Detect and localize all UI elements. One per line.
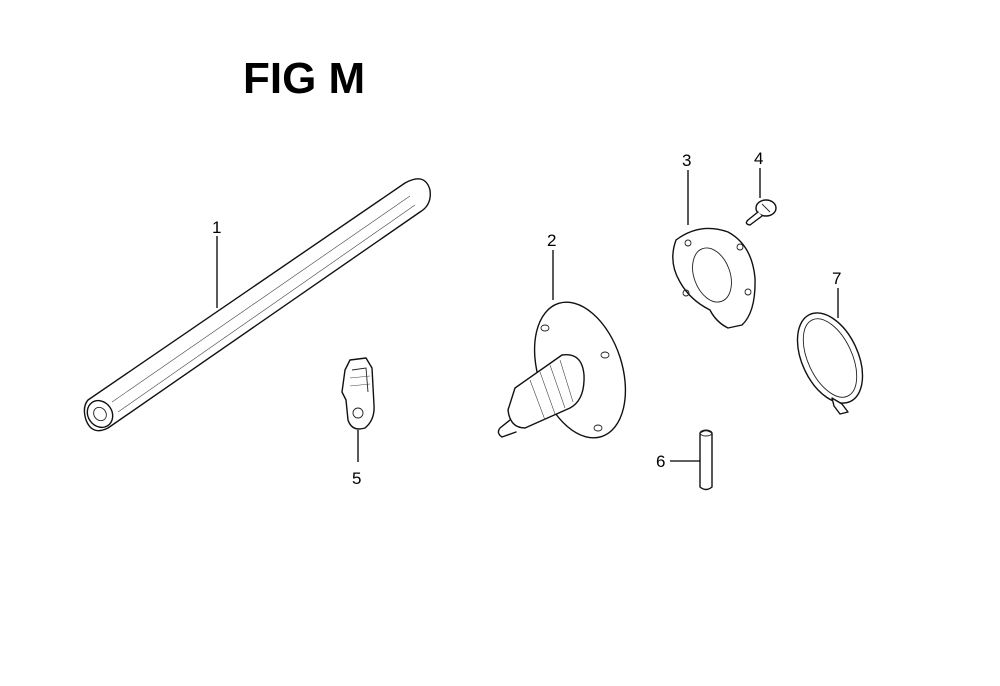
callout-7: 7 (832, 269, 841, 288)
part-3-cover-plate (672, 227, 756, 329)
part-5-bracket (341, 357, 375, 430)
callout-1: 1 (212, 218, 221, 237)
part-4-screw (745, 199, 777, 226)
callout-2: 2 (547, 231, 556, 250)
figure-title: FIG M (243, 54, 365, 103)
part-2-hub-flange (497, 301, 627, 439)
callout-6: 6 (656, 452, 665, 471)
callout-5: 5 (352, 469, 361, 488)
part-7-retaining-ring (796, 312, 864, 415)
part-6-pin (699, 429, 713, 491)
part-1-tube (83, 178, 431, 432)
callout-4: 4 (754, 149, 763, 168)
callout-3: 3 (682, 151, 691, 170)
